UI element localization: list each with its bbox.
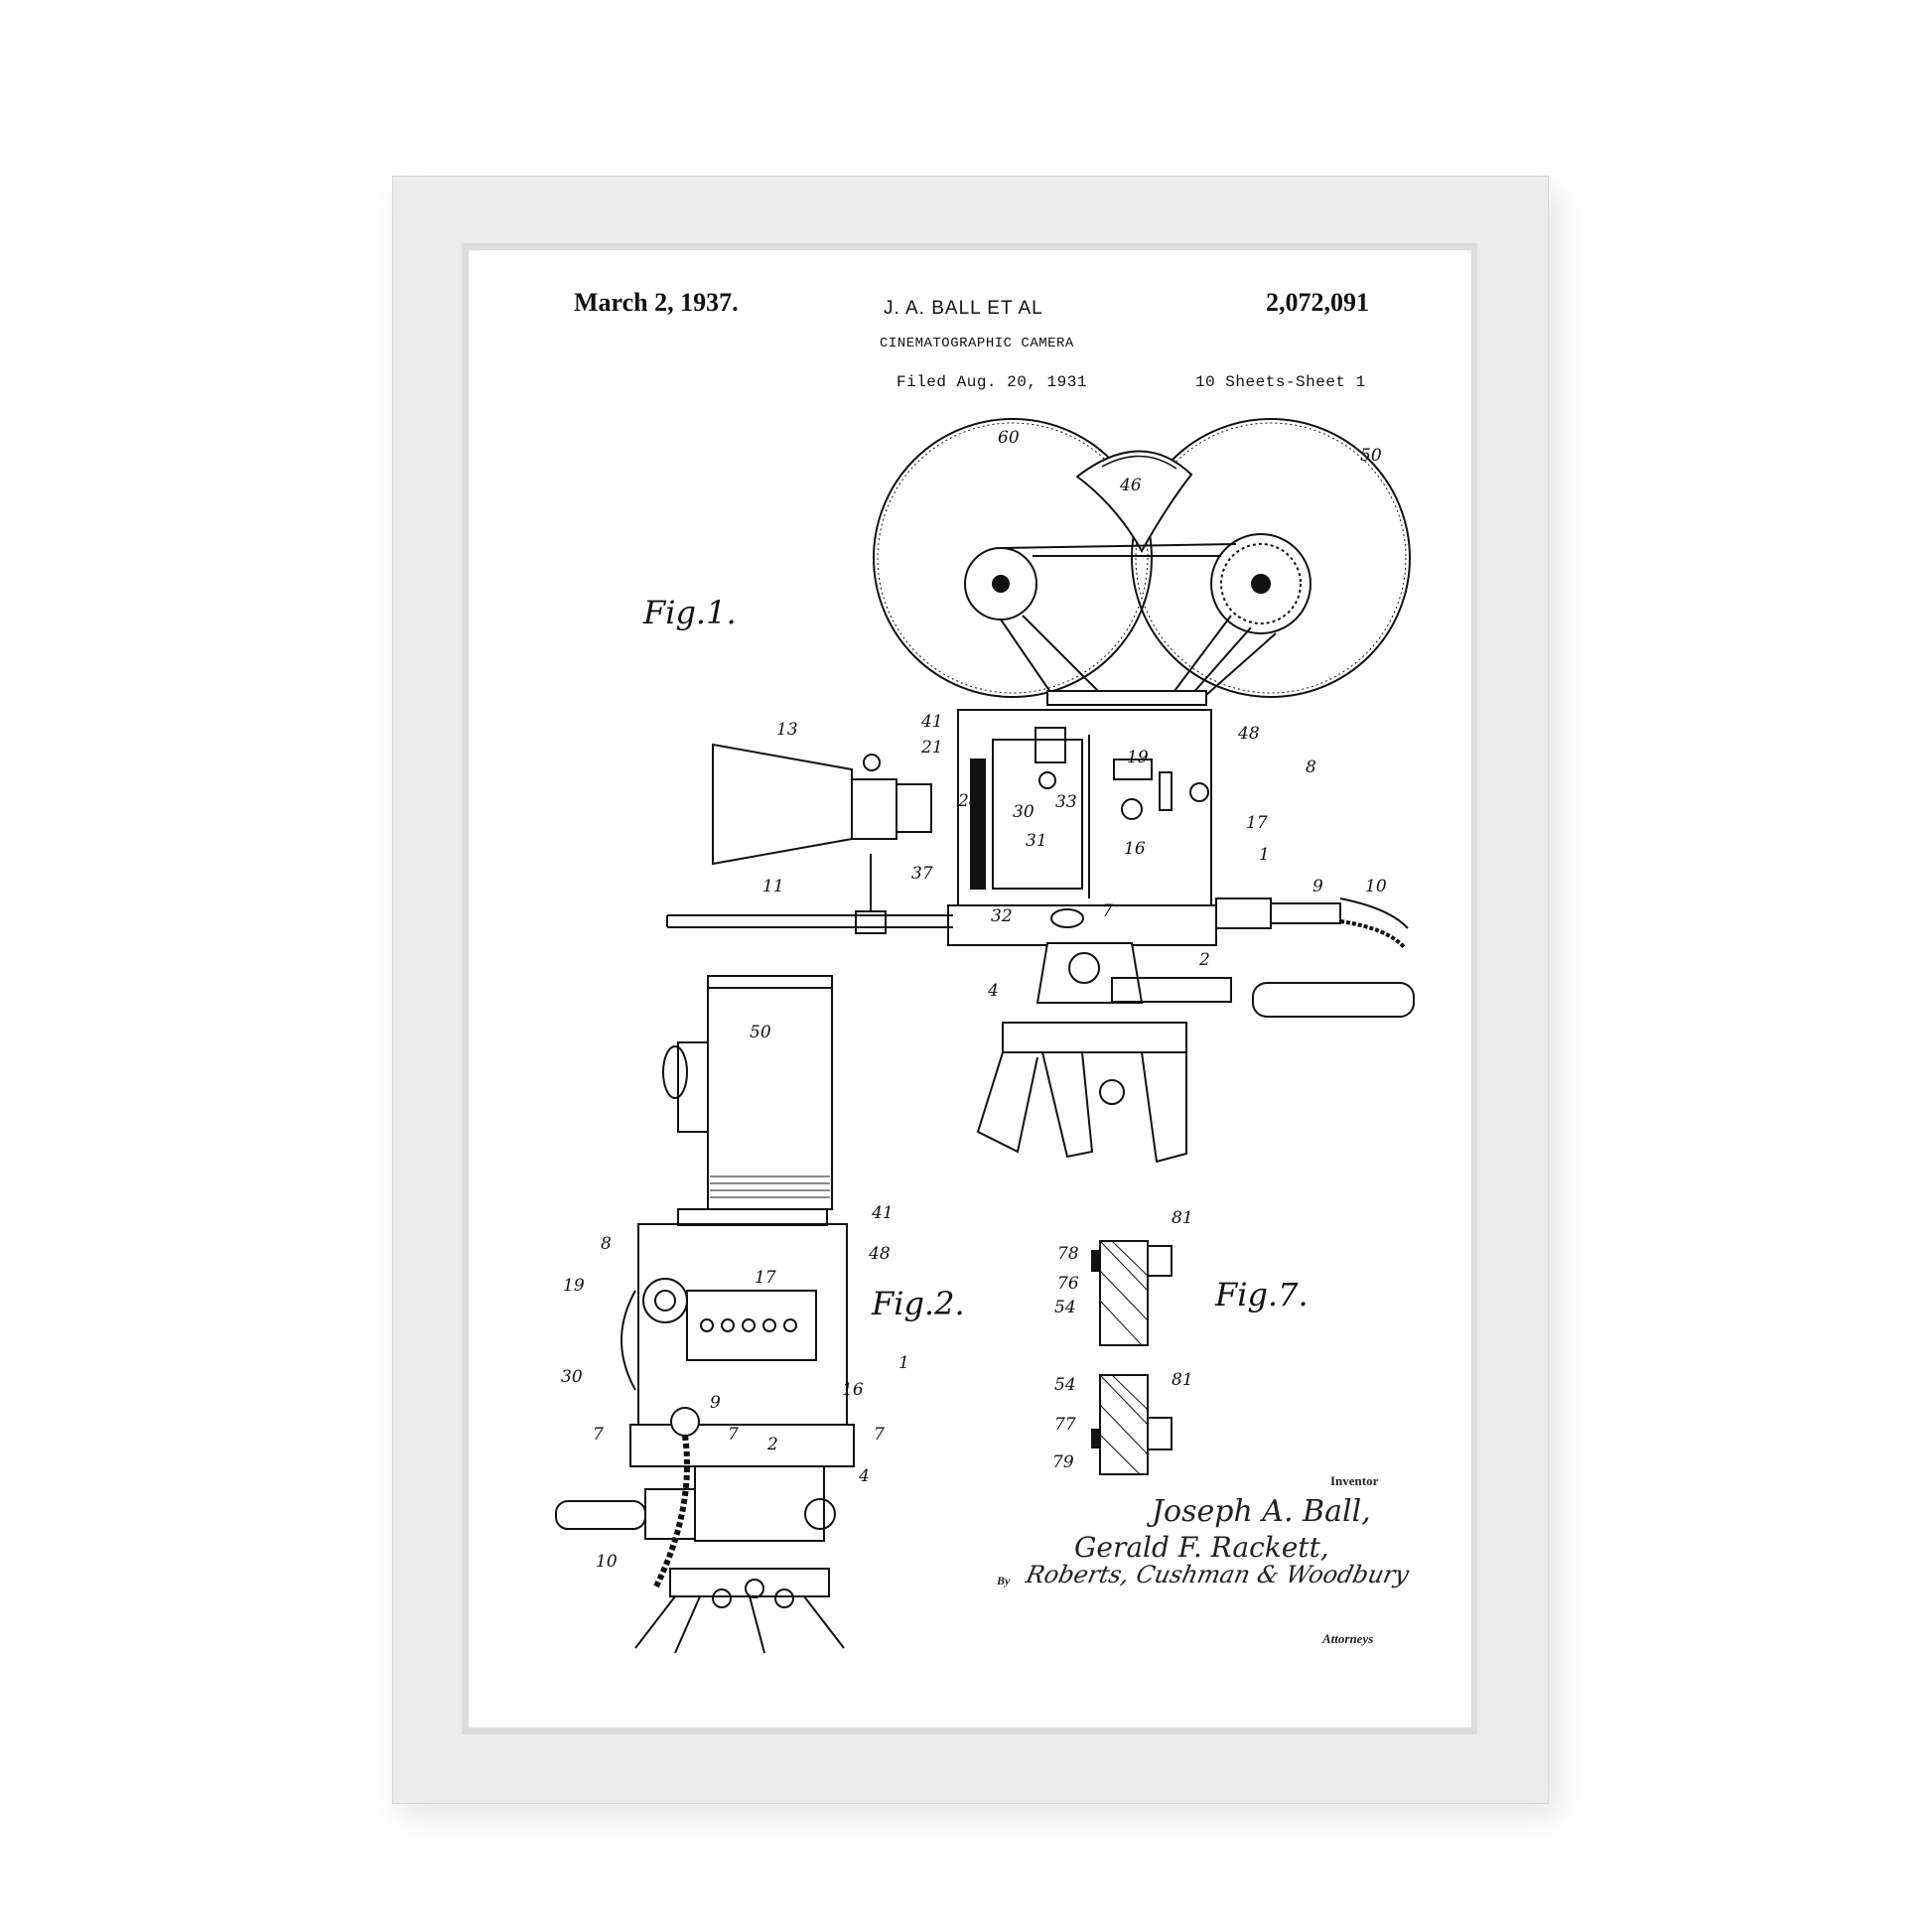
- ref-8: 8: [1306, 758, 1316, 777]
- ref-fig2-41: 41: [871, 1203, 894, 1223]
- patent-print: [469, 250, 1471, 1727]
- camera-body-icon: [957, 709, 1212, 907]
- ref-78: 78: [1057, 1244, 1079, 1264]
- film-reel-left-icon: [873, 418, 1153, 698]
- ref-30: 30: [1013, 802, 1035, 822]
- ref-4: 4: [987, 981, 999, 1001]
- ref-33: 33: [1055, 792, 1077, 812]
- by-label: By: [997, 1574, 1011, 1587]
- fig7-section-drawing: [1091, 1240, 1173, 1475]
- inventor-label: Inventor: [1330, 1473, 1379, 1488]
- patent-inventors-short: J. A. BALL ET AL: [884, 298, 1043, 319]
- ref-46: 46: [1119, 476, 1142, 495]
- ref-77: 77: [1054, 1415, 1076, 1435]
- ref-48: 48: [1237, 724, 1260, 744]
- ref-1: 1: [1259, 845, 1270, 865]
- fig1-title: Fig.1.: [643, 594, 737, 631]
- ref-fig2-7a: 7: [593, 1425, 604, 1445]
- ref-fig2-30: 30: [561, 1367, 583, 1387]
- ref-28: 28: [957, 791, 980, 811]
- pan-handle-icon: [1252, 982, 1415, 1018]
- patent-title: CINEMATOGRAPHIC CAMERA: [880, 336, 1074, 351]
- ref-31: 31: [1026, 831, 1047, 851]
- ref-fig2-4: 4: [858, 1466, 870, 1486]
- ref-13: 13: [776, 720, 798, 740]
- ref-76: 76: [1057, 1274, 1079, 1294]
- ref-fig2-50: 50: [750, 1023, 771, 1042]
- lens-hood-icon: [712, 743, 853, 866]
- fig7-title: Fig.7.: [1215, 1276, 1309, 1313]
- patent-date: March 2, 1937.: [574, 288, 739, 317]
- ref-fig2-9: 9: [710, 1393, 721, 1413]
- ref-19: 19: [1127, 748, 1149, 767]
- ref-2: 2: [1198, 950, 1210, 970]
- ref-7: 7: [1102, 901, 1113, 921]
- patent-filed: Filed Aug. 20, 1931: [897, 373, 1087, 391]
- ref-fig2-16: 16: [842, 1380, 864, 1400]
- ref-16: 16: [1124, 839, 1146, 859]
- ref-21: 21: [920, 738, 943, 758]
- patent-sheets: 10 Sheets-Sheet 1: [1195, 373, 1366, 391]
- ref-41: 41: [920, 712, 943, 732]
- ref-fig2-7c: 7: [874, 1425, 885, 1445]
- fig2-title: Fig.2.: [872, 1285, 965, 1322]
- ref-60: 60: [998, 428, 1020, 448]
- film-reel-right-icon: [1131, 418, 1411, 698]
- reference-numerals: 60 46 50 41 21 13 48 8 19 33 28 30 31 16…: [561, 428, 1387, 1572]
- ref-fig2-7b: 7: [728, 1425, 739, 1445]
- crank-handle-icon: [555, 1500, 646, 1530]
- patent-number: 2,072,091: [1266, 288, 1369, 317]
- ref-54a: 54: [1054, 1298, 1076, 1317]
- ref-fig2-2: 2: [766, 1435, 778, 1454]
- ref-10: 10: [1365, 877, 1387, 897]
- ref-79: 79: [1052, 1452, 1074, 1472]
- ref-54b: 54: [1054, 1375, 1076, 1395]
- ref-11: 11: [762, 877, 784, 897]
- ref-fig2-48: 48: [868, 1244, 891, 1264]
- ref-fig2-8: 8: [601, 1234, 612, 1254]
- ref-37: 37: [911, 864, 933, 884]
- inventor-name-2: Gerald F. Rackett,: [1074, 1531, 1329, 1564]
- ref-fig2-10: 10: [596, 1552, 618, 1572]
- fig2-camera-drawing: [555, 975, 855, 1654]
- ref-9: 9: [1312, 877, 1323, 897]
- ref-fig2-17: 17: [755, 1268, 776, 1288]
- fig1-camera-drawing: [666, 418, 1415, 1164]
- ref-81a: 81: [1172, 1208, 1193, 1228]
- ref-50: 50: [1360, 446, 1382, 466]
- ref-81b: 81: [1172, 1370, 1193, 1390]
- ref-32: 32: [991, 906, 1013, 926]
- ref-fig2-19: 19: [563, 1276, 585, 1296]
- inventor-name-1: Joseph A. Ball,: [1152, 1494, 1371, 1529]
- attorneys-label: Attorneys: [1322, 1631, 1374, 1646]
- ref-17: 17: [1246, 813, 1268, 833]
- ref-fig2-1: 1: [898, 1353, 909, 1373]
